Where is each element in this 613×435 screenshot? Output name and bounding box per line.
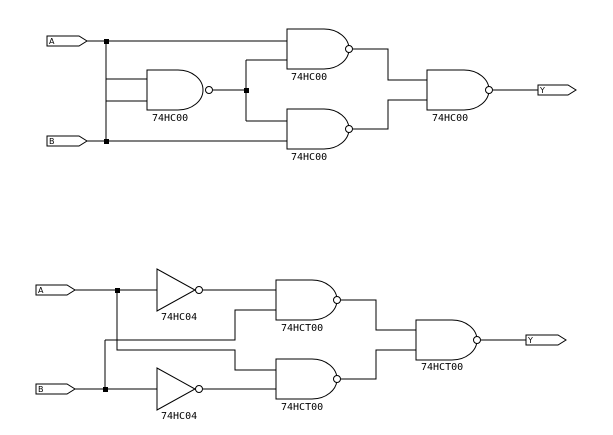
port-label: B <box>38 385 44 394</box>
port-label: A <box>49 37 55 46</box>
top-circuit: A B Y 74HC00 74HC00 74HC00 <box>46 28 577 163</box>
nand-gate-2[interactable]: 74HC00 <box>286 28 353 83</box>
junction-dot <box>103 387 108 392</box>
nand-gate-4[interactable]: 74HC00 <box>426 69 493 124</box>
junction-dot <box>104 39 109 44</box>
junction-dot <box>244 88 249 93</box>
port-label: Y <box>539 86 545 95</box>
part-label: 74HCT00 <box>421 362 463 373</box>
top-input-port-b[interactable]: B <box>46 135 88 147</box>
part-label: 74HC00 <box>291 152 327 163</box>
top-output-port-y[interactable]: Y <box>537 84 577 96</box>
top-input-port-a[interactable]: A <box>46 35 88 47</box>
nand-gate-6[interactable]: 74HCT00 <box>275 358 341 413</box>
part-label: 74HCT00 <box>281 323 323 334</box>
nand-gate-1[interactable]: 74HC00 <box>146 69 213 124</box>
top-wires <box>87 40 538 142</box>
junction-dot <box>115 288 120 293</box>
bottom-wires <box>75 289 526 390</box>
bottom-input-port-a[interactable]: A <box>35 284 76 296</box>
nand-gate-5[interactable]: 74HCT00 <box>275 279 341 334</box>
part-label: 74HC00 <box>291 72 327 83</box>
part-label: 74HC04 <box>161 411 197 422</box>
nand-gate-7[interactable]: 74HCT00 <box>415 319 481 373</box>
part-label: 74HC00 <box>152 113 188 124</box>
port-label: B <box>49 137 55 146</box>
inverter-gate-1[interactable]: 74HC04 <box>156 268 203 323</box>
part-label: 74HC00 <box>432 113 468 124</box>
bottom-output-port-y[interactable]: Y <box>525 334 567 346</box>
inverter-gate-2[interactable]: 74HC04 <box>156 367 203 422</box>
part-label: 74HC04 <box>161 312 197 323</box>
part-label: 74HCT00 <box>281 402 323 413</box>
port-label: Y <box>527 336 533 345</box>
junction-dot <box>104 139 109 144</box>
bottom-input-port-b[interactable]: B <box>35 383 76 395</box>
nand-gate-3[interactable]: 74HC00 <box>286 108 353 163</box>
bottom-circuit: A B Y 74HC04 74HC04 74HCT00 <box>35 268 567 422</box>
port-label: A <box>38 286 44 295</box>
